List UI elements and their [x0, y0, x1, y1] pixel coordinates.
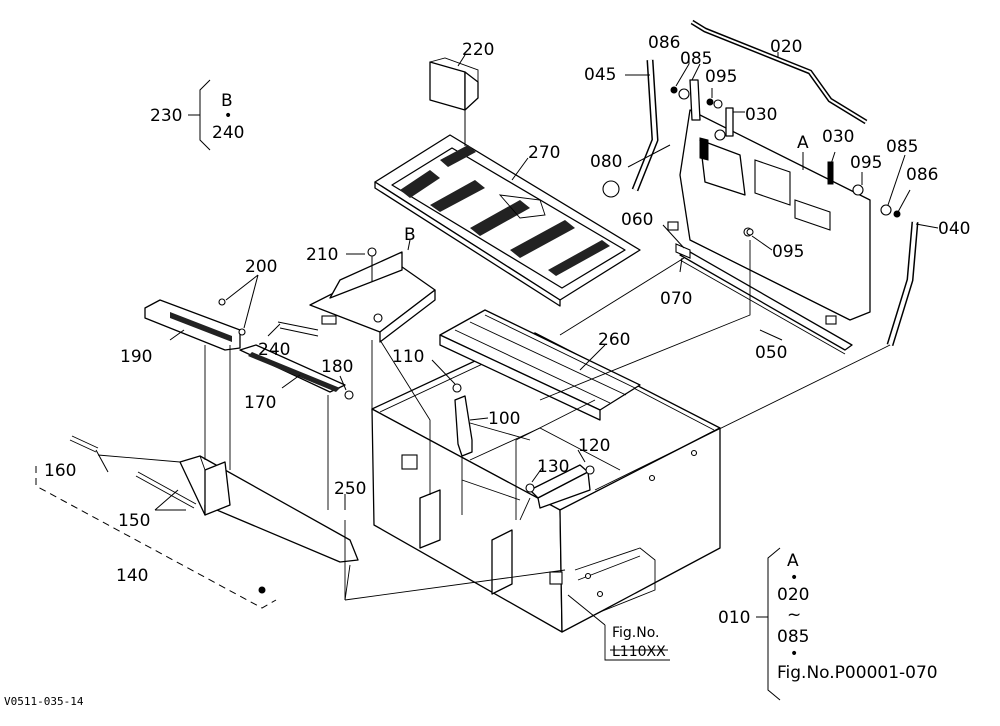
label-030: 030 [822, 127, 854, 147]
label-086: 086 [648, 33, 680, 53]
label-110: 110 [392, 347, 424, 367]
rod-040 [886, 221, 919, 347]
duct-140 [35, 435, 359, 609]
tray-270 [374, 134, 641, 307]
group-230-line1: B [221, 91, 233, 111]
cover-220 [429, 57, 479, 146]
leader-lines [95, 52, 939, 701]
group-230: B • 240 [212, 91, 244, 143]
label-130: 130 [537, 457, 569, 477]
label-010: 010 [718, 608, 750, 628]
part-labels: 020 045 086 085 095 030 A 030 085 095 08… [44, 33, 970, 628]
strip-170 [239, 344, 354, 400]
label-a: A [797, 133, 809, 153]
bracket-100 [452, 383, 473, 457]
panel-260 [439, 309, 641, 421]
rod-045 [631, 59, 659, 192]
label-040: 040 [938, 219, 970, 239]
label-230: 230 [150, 106, 182, 126]
label-095: 095 [705, 67, 737, 87]
label-140: 140 [116, 566, 148, 586]
label-200: 200 [245, 257, 277, 277]
label-120: 120 [578, 436, 610, 456]
panel-190 [144, 298, 246, 351]
label-250: 250 [334, 479, 366, 499]
label-100: 100 [488, 409, 520, 429]
group-230-line2: 240 [212, 123, 244, 143]
label-070: 070 [660, 289, 692, 309]
label-190: 190 [120, 347, 152, 367]
label-030: 030 [745, 105, 777, 125]
label-085: 085 [680, 49, 712, 69]
label-060: 060 [621, 210, 653, 230]
label-095: 095 [850, 153, 882, 173]
group-010-line3: 085 [777, 627, 809, 647]
group-010-line2: 020 [777, 585, 809, 605]
rod-020 [690, 19, 868, 125]
label-260: 260 [598, 330, 630, 350]
label-170: 170 [244, 393, 276, 413]
chassis-box [371, 332, 721, 633]
label-180: 180 [321, 357, 353, 377]
footer-code: V0511-035-14 [4, 695, 84, 708]
group-010-dot1: • [790, 570, 798, 586]
group-010-dot2: • [790, 646, 798, 662]
group-010-line4: Fig.No.P00001-070 [777, 663, 938, 683]
label-160: 160 [44, 461, 76, 481]
label-220: 220 [462, 40, 494, 60]
label-080: 080 [590, 152, 622, 172]
fasteners-upper-right [602, 79, 901, 259]
label-150: 150 [118, 511, 150, 531]
label-085: 085 [886, 137, 918, 157]
label-210: 210 [306, 245, 338, 265]
label-086: 086 [906, 165, 938, 185]
label-020: 020 [770, 37, 802, 57]
fig-ref-line2: L110XX [612, 644, 666, 660]
bracket-b [277, 247, 436, 343]
label-050: 050 [755, 343, 787, 363]
label-095: 095 [772, 242, 804, 262]
label-240: 240 [258, 340, 290, 360]
label-270: 270 [528, 143, 560, 163]
label-045: 045 [584, 65, 616, 85]
group-010: A • 020 ~ 085 • Fig.No.P00001-070 [777, 551, 938, 683]
bracket-120 [525, 464, 595, 509]
fig-ref-box: Fig.No. L110XX [612, 625, 666, 660]
fig-ref-line1: Fig.No. [612, 625, 660, 641]
group-230-dot: • [224, 108, 232, 124]
group-010-tilde: ~ [787, 605, 801, 625]
label-b: B [404, 225, 416, 245]
group-010-line1: A [787, 551, 799, 571]
